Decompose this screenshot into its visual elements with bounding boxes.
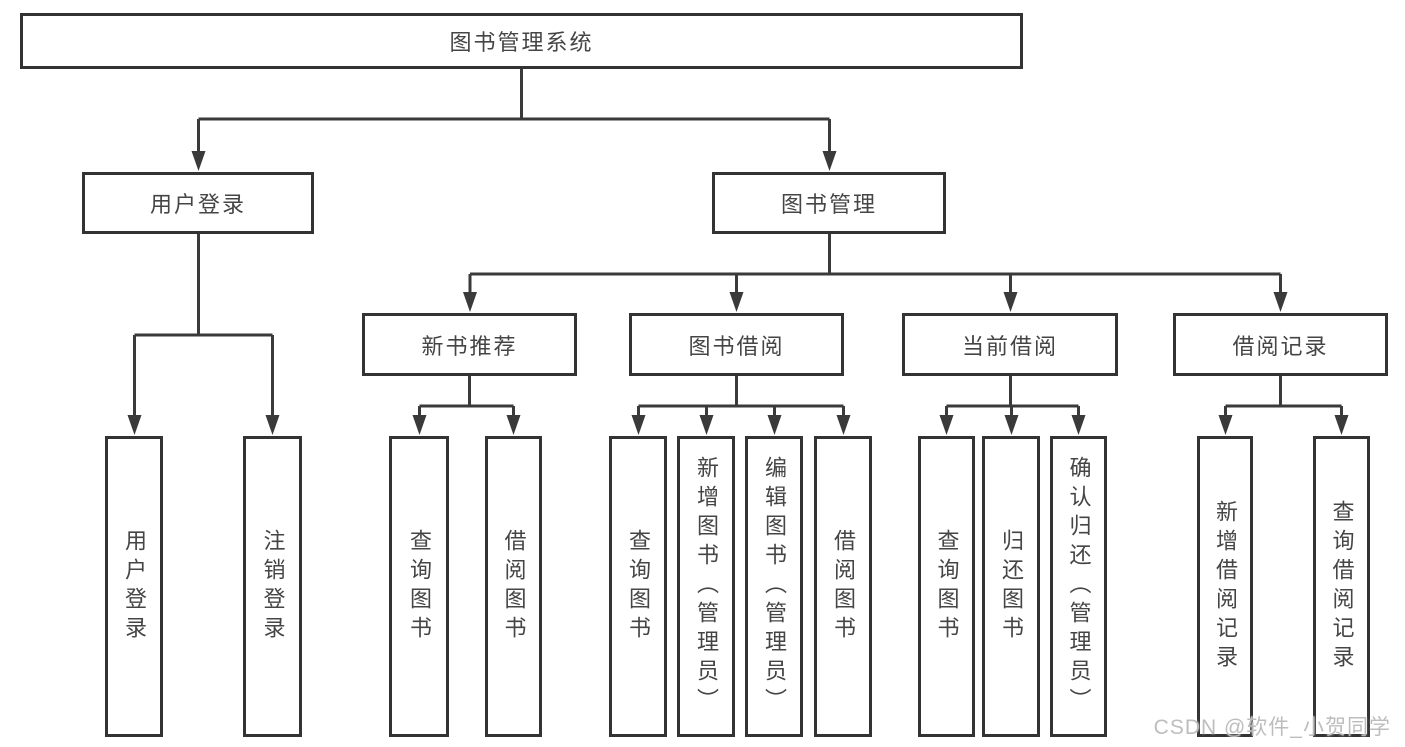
node-label: 新增图书（管理员） bbox=[694, 456, 719, 717]
arrowhead-icon bbox=[699, 415, 714, 435]
node-label: 归还图书 bbox=[999, 528, 1024, 645]
node-label: 图书借阅 bbox=[688, 333, 785, 359]
leaf-logout: 注销登录 bbox=[243, 436, 302, 737]
connector-records-to-leaves bbox=[1224, 376, 1343, 419]
arrowhead-icon bbox=[1273, 292, 1288, 312]
leaf-query-books-current: 查询图书 bbox=[918, 436, 975, 737]
node-label: 查询借阅记录 bbox=[1329, 499, 1355, 674]
node-label: 借阅图书 bbox=[831, 528, 856, 645]
node-label: 图书管理系统 bbox=[449, 30, 594, 55]
node-root-system: 图书管理系统 bbox=[20, 13, 1023, 69]
arrowhead-icon bbox=[836, 415, 851, 435]
arrowhead-icon bbox=[1004, 415, 1019, 435]
leaf-edit-books-admin: 编辑图书（管理员） bbox=[745, 436, 803, 737]
csdn-watermark: CSDN @软件_小贺同学 bbox=[1153, 716, 1391, 739]
leaf-query-books-borrow: 查询图书 bbox=[609, 436, 667, 737]
arrowhead-icon bbox=[822, 151, 837, 171]
node-new-book-recommend: 新书推荐 bbox=[362, 313, 577, 376]
arrowhead-icon bbox=[729, 292, 744, 312]
connector-newbooks-to-leaves bbox=[418, 376, 515, 419]
node-label: 借阅图书 bbox=[501, 528, 527, 645]
connector-paths bbox=[133, 69, 1343, 419]
arrowhead-icon bbox=[506, 415, 521, 435]
leaf-query-books-recommend: 查询图书 bbox=[389, 436, 449, 737]
arrowhead-icon bbox=[463, 292, 477, 312]
connector-bookborrow-to-leaves bbox=[637, 376, 845, 419]
arrowhead-icon bbox=[1003, 292, 1018, 312]
node-borrowing-records: 借阅记录 bbox=[1173, 313, 1388, 376]
leaf-confirm-return-admin: 确认归还（管理员） bbox=[1050, 436, 1107, 737]
node-label: 用户登录 bbox=[122, 528, 147, 645]
arrowhead-icons bbox=[127, 151, 1349, 435]
node-label: 新增借阅记录 bbox=[1213, 499, 1238, 674]
node-current-borrowing: 当前借阅 bbox=[902, 313, 1118, 376]
node-label: 图书管理 bbox=[780, 192, 877, 217]
connector-userlogin-to-leaves bbox=[133, 234, 274, 419]
connector-currentborrow-to-leaves bbox=[945, 376, 1080, 419]
leaf-query-borrow-record: 查询借阅记录 bbox=[1313, 436, 1370, 737]
node-label: 借阅记录 bbox=[1232, 333, 1329, 359]
leaf-user-login: 用户登录 bbox=[105, 436, 163, 737]
node-book-borrowing: 图书借阅 bbox=[629, 313, 844, 376]
arrowhead-icon bbox=[265, 415, 280, 435]
arrowhead-icon bbox=[939, 415, 954, 435]
leaf-add-books-admin: 新增图书（管理员） bbox=[677, 436, 735, 737]
node-user-login: 用户登录 bbox=[82, 172, 314, 234]
node-label: 查询图书 bbox=[407, 528, 432, 645]
node-label: 用户登录 bbox=[149, 192, 246, 217]
node-label: 查询图书 bbox=[626, 528, 651, 645]
arrowhead-icon bbox=[191, 151, 206, 171]
node-label: 新书推荐 bbox=[421, 333, 518, 359]
leaf-add-borrow-record: 新增借阅记录 bbox=[1197, 436, 1253, 737]
arrowhead-icon bbox=[127, 415, 142, 435]
node-label: 确认归还（管理员） bbox=[1066, 456, 1092, 717]
connector-root-to-level2 bbox=[197, 69, 831, 155]
node-book-management: 图书管理 bbox=[712, 172, 946, 234]
arrowhead-icon bbox=[767, 415, 782, 435]
arrowhead-icon bbox=[631, 415, 646, 435]
node-label: 当前借阅 bbox=[961, 333, 1058, 359]
arrowhead-icon bbox=[1071, 415, 1086, 435]
arrowhead-icon bbox=[1334, 415, 1349, 435]
node-label: 编辑图书（管理员） bbox=[762, 456, 787, 717]
leaf-borrow-books-recommend: 借阅图书 bbox=[485, 436, 542, 737]
node-label: 注销登录 bbox=[260, 528, 286, 645]
arrowhead-icon bbox=[1218, 415, 1233, 435]
leaf-return-books: 归还图书 bbox=[982, 436, 1040, 737]
node-label: 查询图书 bbox=[934, 528, 960, 645]
leaf-borrow-books: 借阅图书 bbox=[814, 436, 872, 737]
connector-bookmgmt-to-level3 bbox=[468, 234, 1282, 296]
arrowhead-icon bbox=[412, 415, 427, 435]
